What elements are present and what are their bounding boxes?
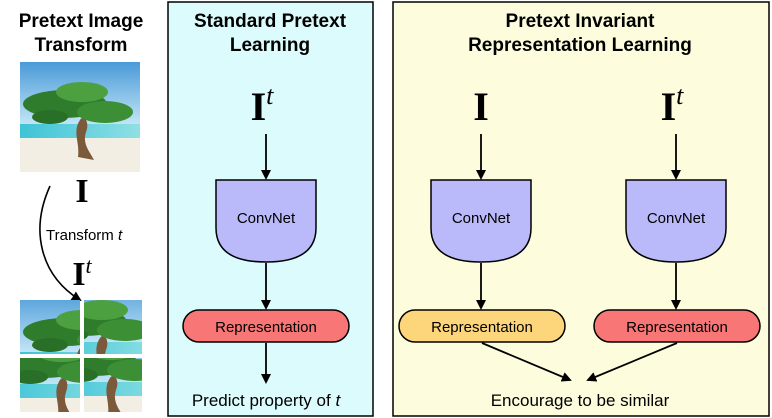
convnet-block [625,179,727,263]
convnet-label: ConvNet [647,210,706,227]
input-I: I [473,84,489,129]
convnet-label: ConvNet [452,210,511,227]
transform-label: Transform t [46,227,123,244]
left-panel-title: Pretext Image [19,11,144,32]
middle-panel-title: Learning [230,35,310,56]
transform-arrow [39,185,82,302]
left-panel-title: Transform [35,35,128,56]
input-It: It [251,81,275,129]
arrow [586,342,678,382]
representation-block [398,309,566,343]
right-panel-title: Pretext Invariant [506,11,656,32]
input-It: It [661,81,685,129]
convnet-label: ConvNet [237,210,296,227]
right-panel-title: Representation Learning [468,35,692,56]
representation-block [182,309,350,343]
convnet-block [430,179,532,263]
output-label: Encourage to be similar [491,391,670,410]
representation-label: Representation [431,319,533,336]
arrow [481,342,572,382]
middle-panel-title: Standard Pretext [194,11,347,32]
output-label: Predict property of t [192,391,342,410]
convnet-block [215,179,317,263]
representation-label: Representation [215,319,317,336]
representation-block [593,309,761,343]
symbol-I: I [75,173,88,210]
original-image [20,62,140,172]
representation-label: Representation [626,319,728,336]
symbol-It: It [72,253,92,293]
